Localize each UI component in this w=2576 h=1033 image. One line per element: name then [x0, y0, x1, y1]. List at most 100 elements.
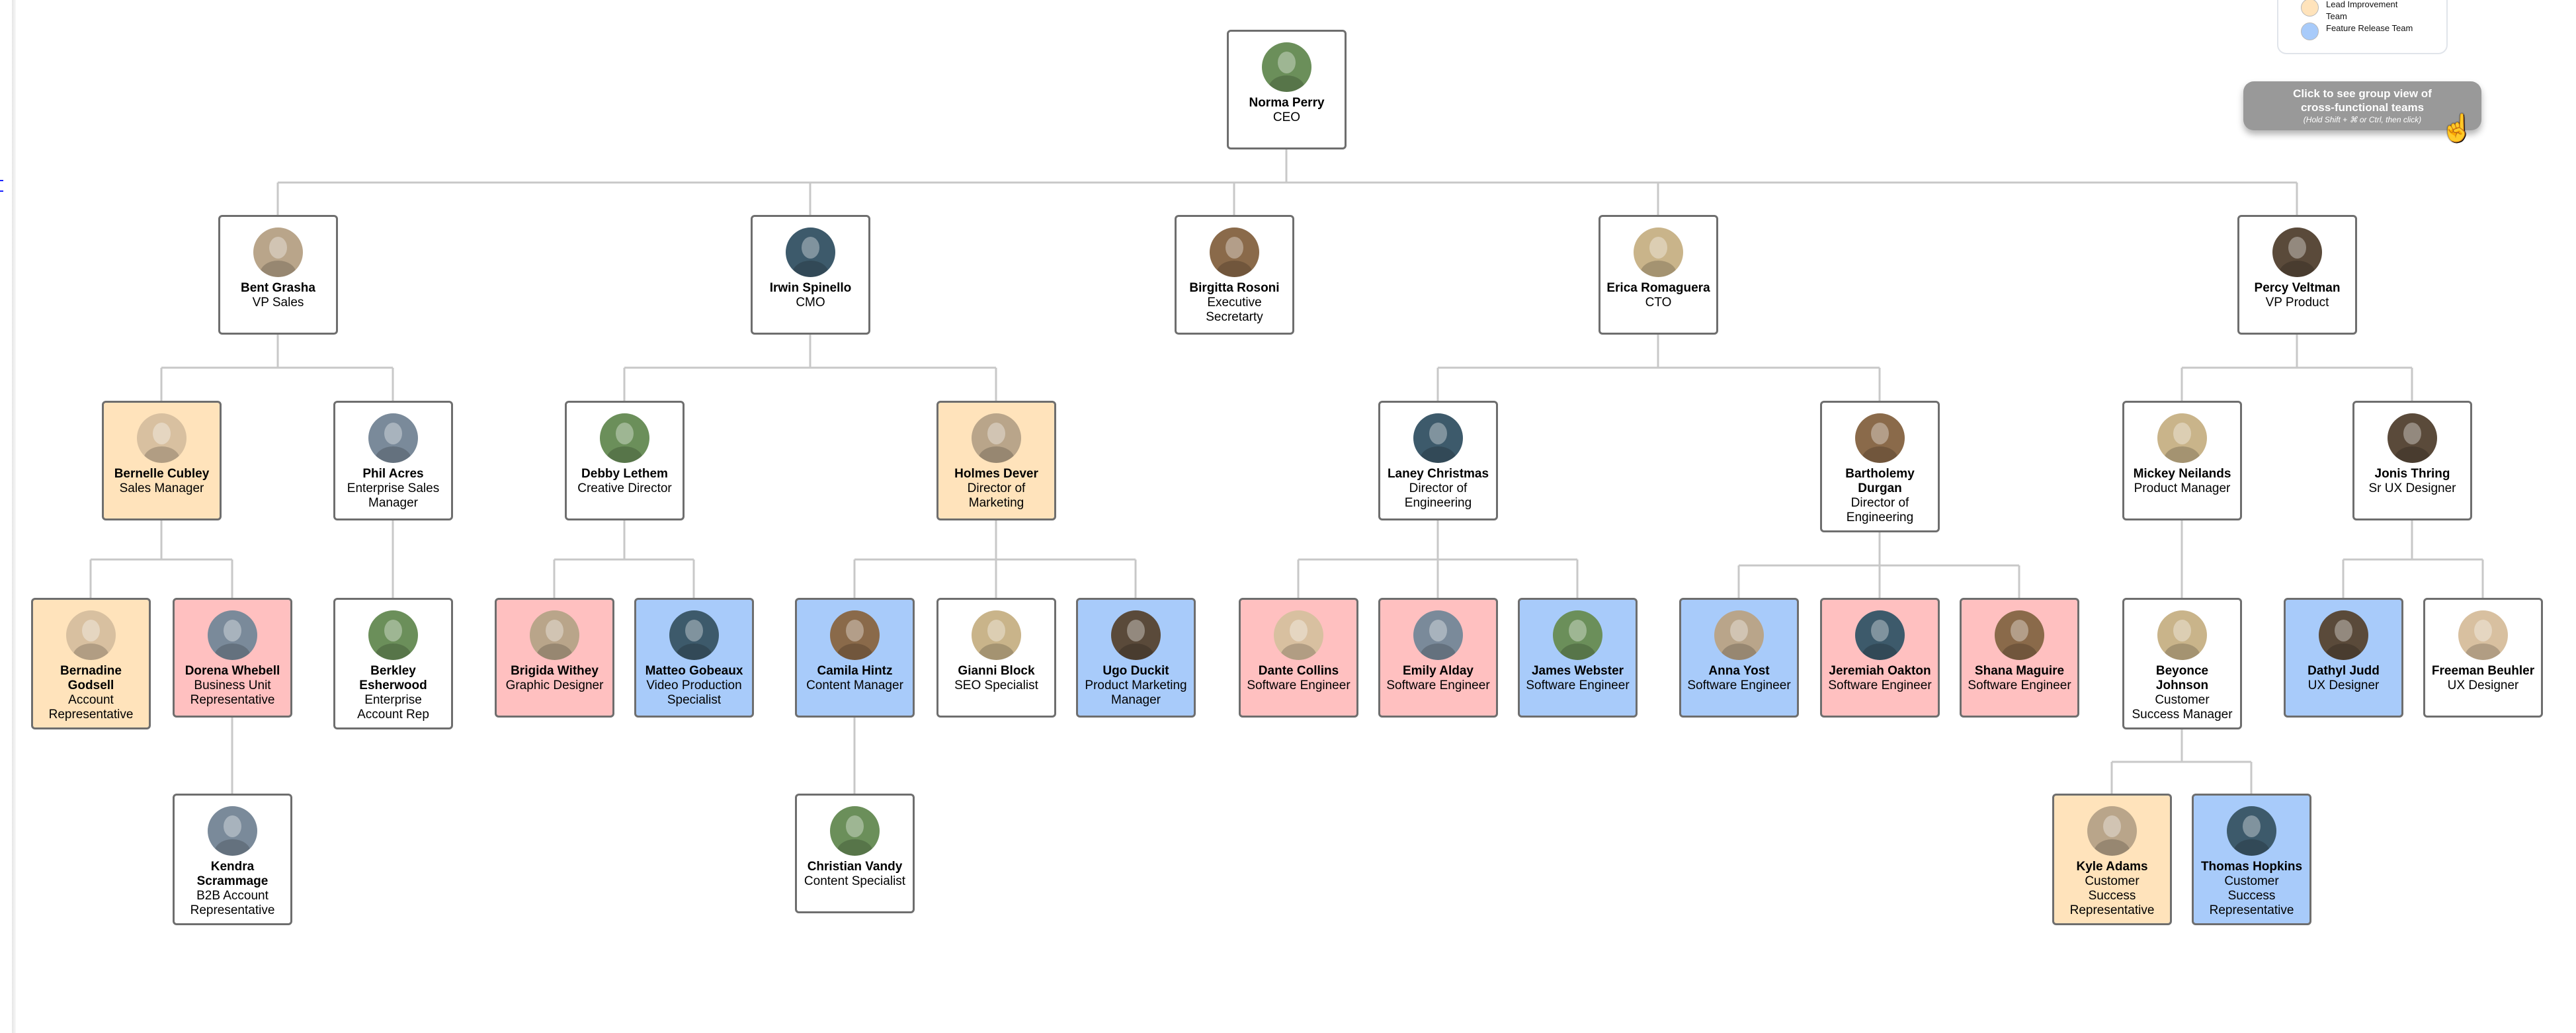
person-name: James Webster [1531, 664, 1624, 678]
person-title: Graphic Designer [505, 679, 604, 692]
org-node-bernelle[interactable]: Bernelle Cubley Sales Manager [102, 401, 222, 520]
avatar [1714, 610, 1764, 660]
person-name: Gianni Block [958, 664, 1035, 678]
person-title: UX Designer [2307, 679, 2380, 692]
person-title: Software Engineer [1386, 679, 1490, 692]
avatar [1855, 413, 1905, 463]
person-name: Bartholemy Durgan [1845, 467, 1915, 495]
org-node-thomas[interactable]: Thomas Hopkins Customer Success Represen… [2192, 794, 2311, 925]
person-name: Thomas Hopkins [2200, 860, 2303, 874]
person-title: Content Specialist [804, 874, 906, 888]
legend-item-feature-release: Feature Release Team [2301, 22, 2413, 40]
person-title: Account Representative [48, 693, 134, 722]
org-node-dorena[interactable]: Dorena Whebell Business Unit Representat… [173, 598, 292, 718]
person-name: Jonis Thring [2374, 467, 2450, 481]
avatar [1111, 610, 1161, 660]
group-view-button-hint: (Hold Shift + ⌘ or Ctrl, then click) [2303, 115, 2422, 124]
person-name: Ugo Duckit [1102, 664, 1169, 678]
person-title: Software Engineer [1247, 679, 1350, 692]
person-name: Holmes Dever [954, 467, 1038, 481]
avatar [2319, 610, 2368, 660]
canvas-left-edge [12, 0, 16, 1033]
legend-item-lead-improvement: Lead Improvement Team [2301, 0, 2405, 22]
person-name: Dante Collins [1258, 664, 1339, 678]
person-title: Director of Engineering [1404, 481, 1472, 510]
org-node-bartholemy[interactable]: Bartholemy Durgan Director of Engineerin… [1820, 401, 1940, 532]
person-title: Product Manager [2134, 481, 2231, 495]
avatar [2458, 610, 2508, 660]
person-title: Software Engineer [1526, 679, 1630, 692]
person-title: Product Marketing Manager [1085, 679, 1187, 707]
person-name: Berkley Esherwood [359, 664, 427, 692]
person-name: Erica Romaguera [1606, 281, 1710, 295]
person-name: Shana Maguire [1974, 664, 2065, 678]
org-node-berkley[interactable]: Berkley Esherwood Enterprise Account Rep [333, 598, 453, 729]
org-node-bent[interactable]: Bent Grasha VP Sales [218, 215, 338, 335]
person-name: Percy Veltman [2254, 281, 2341, 295]
org-node-freeman[interactable]: Freeman Beuhler UX Designer [2423, 598, 2543, 718]
avatar [972, 610, 1021, 660]
person-title: Software Engineer [1828, 679, 1932, 692]
avatar [530, 610, 579, 660]
legend-label: Feature Release Team [2326, 23, 2413, 33]
avatar [2087, 806, 2137, 856]
org-node-erica[interactable]: Erica Romaguera CTO [1599, 215, 1718, 335]
person-title: Enterprise Sales Manager [347, 481, 440, 510]
person-name: Dathyl Judd [2307, 664, 2380, 678]
person-title: Business Unit Representative [190, 679, 275, 707]
org-node-kendra[interactable]: Kendra Scrammage B2B Account Representat… [173, 794, 292, 925]
org-node-anna[interactable]: Anna Yost Software Engineer [1679, 598, 1799, 718]
person-name: Bernelle Cubley [114, 467, 210, 481]
person-title: SEO Specialist [954, 679, 1038, 692]
org-node-jeremiah[interactable]: Jeremiah Oakton Software Engineer [1820, 598, 1940, 718]
person-name: Mickey Neilands [2133, 467, 2231, 481]
org-node-debby[interactable]: Debby Lethem Creative Director [565, 401, 685, 520]
org-node-brigida[interactable]: Brigida Withey Graphic Designer [495, 598, 614, 718]
org-node-gianni[interactable]: Gianni Block SEO Specialist [936, 598, 1056, 718]
hand-pointer-icon: ☝ [2440, 114, 2473, 143]
person-name: Irwin Spinello [769, 281, 852, 295]
avatar [600, 413, 649, 463]
avatar [2272, 227, 2322, 277]
org-node-bernadine[interactable]: Bernadine Godsell Account Representative [31, 598, 151, 729]
legend-swatch [2301, 0, 2319, 17]
org-node-beyonce[interactable]: Beyonce Johnson Customer Success Manager [2122, 598, 2242, 729]
person-name: Bernadine Godsell [60, 664, 122, 692]
org-node-matteo[interactable]: Matteo Gobeaux Video Production Speciali… [634, 598, 754, 718]
person-name: Phil Acres [362, 467, 424, 481]
org-node-christian[interactable]: Christian Vandy Content Specialist [795, 794, 915, 913]
org-node-percy[interactable]: Percy Veltman VP Product [2237, 215, 2357, 335]
org-node-emily[interactable]: Emily Alday Software Engineer [1378, 598, 1498, 718]
org-node-birgitta[interactable]: Birgitta Rosoni Executive Secretarty [1175, 215, 1294, 335]
org-node-dante[interactable]: Dante Collins Software Engineer [1239, 598, 1358, 718]
org-node-irwin[interactable]: Irwin Spinello CMO [751, 215, 870, 335]
avatar [1634, 227, 1683, 277]
org-node-norma[interactable]: Norma Perry CEO [1227, 30, 1347, 149]
person-name: Anna Yost [1708, 664, 1770, 678]
org-node-mickey[interactable]: Mickey Neilands Product Manager [2122, 401, 2242, 520]
person-name: Jeremiah Oakton [1829, 664, 1931, 678]
org-node-dathyl[interactable]: Dathyl Judd UX Designer [2284, 598, 2403, 718]
org-node-camila[interactable]: Camila Hintz Content Manager [795, 598, 915, 718]
person-name: Emily Alday [1402, 664, 1474, 678]
person-title: Creative Director [577, 481, 672, 495]
org-node-phil[interactable]: Phil Acres Enterprise Sales Manager [333, 401, 453, 520]
legend-swatch [2301, 22, 2319, 40]
avatar [972, 413, 1021, 463]
legend-label: Lead Improvement Team [2326, 0, 2398, 21]
org-node-holmes[interactable]: Holmes Dever Director of Marketing [936, 401, 1056, 520]
person-name: Christian Vandy [807, 860, 903, 874]
org-node-laney[interactable]: Laney Christmas Director of Engineering [1378, 401, 1498, 520]
org-node-shana[interactable]: Shana Maguire Software Engineer [1960, 598, 2079, 718]
org-node-kyle[interactable]: Kyle Adams Customer Success Representati… [2052, 794, 2172, 925]
avatar [1855, 610, 1905, 660]
avatar [2157, 413, 2207, 463]
group-view-button[interactable]: Click to see group view of cross-functio… [2243, 81, 2481, 130]
org-node-jonis[interactable]: Jonis Thring Sr UX Designer [2352, 401, 2472, 520]
org-node-james[interactable]: James Webster Software Engineer [1518, 598, 1638, 718]
person-title: Sales Manager [119, 481, 204, 495]
org-node-ugo[interactable]: Ugo Duckit Product Marketing Manager [1076, 598, 1196, 718]
avatar [368, 413, 418, 463]
avatar [830, 610, 880, 660]
